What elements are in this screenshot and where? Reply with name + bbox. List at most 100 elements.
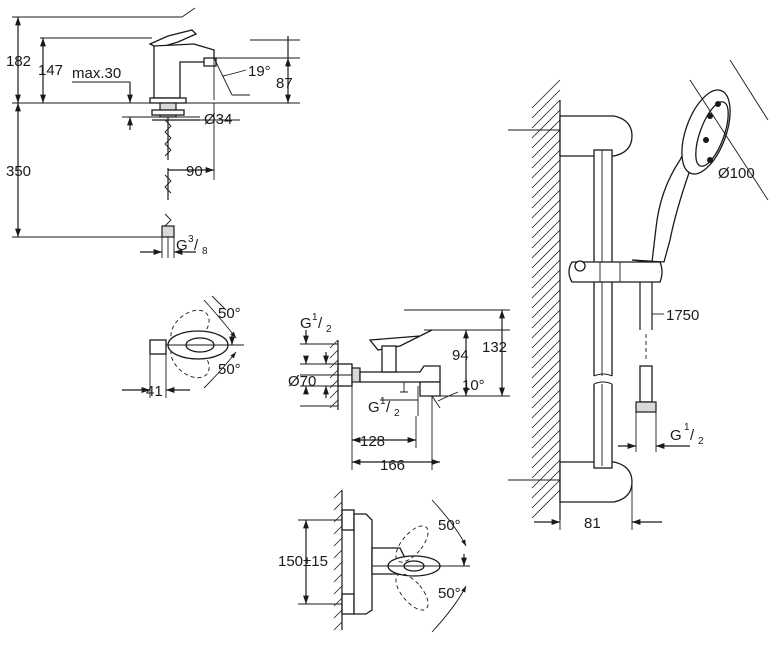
extension-line — [729, 59, 769, 121]
hatch-line — [531, 149, 561, 179]
thread-top-slash: / — [318, 315, 323, 332]
hatch-line — [531, 359, 561, 389]
hatch-line — [531, 419, 561, 449]
wall-hatching — [333, 489, 343, 631]
basin-mixer-top-view: 50° 50° 41 — [122, 295, 244, 400]
angle-leader — [211, 295, 227, 311]
upper-bracket — [559, 115, 633, 157]
hatch-line — [531, 479, 561, 509]
top-view-base — [149, 339, 167, 355]
shower-rail — [593, 149, 613, 469]
lower-connector — [341, 593, 355, 615]
dim-166-label: 166 — [380, 457, 405, 474]
angle-arc-2 — [431, 585, 467, 633]
thread-bottom-G: G — [368, 399, 380, 416]
extension-line — [689, 79, 769, 201]
rail-break-marks — [593, 373, 613, 385]
dim-128-label: 128 — [360, 433, 385, 450]
thread-num-label: 1 — [684, 422, 690, 433]
hatch-line — [531, 239, 561, 269]
spray-nozzle — [707, 113, 713, 119]
shower-head-face — [695, 101, 729, 167]
angle-arc — [222, 69, 247, 77]
bath-spout — [419, 381, 441, 397]
dim-182-label: 182 — [6, 53, 31, 70]
dim-350-label: 350 — [6, 163, 31, 180]
hatch-line — [531, 469, 561, 499]
upper-connector — [341, 509, 355, 531]
thread-bottom-num: 1 — [380, 396, 386, 407]
thread-top-G: G — [300, 315, 312, 332]
hatch-line — [531, 489, 561, 519]
spray-line — [213, 57, 233, 96]
hatch-line — [531, 349, 561, 379]
thread-slash: / — [690, 427, 695, 444]
handle-column — [381, 345, 397, 373]
dim-angle-label: 19° — [248, 63, 271, 80]
basin-base — [149, 97, 187, 104]
hatch-line — [531, 209, 561, 239]
dim-1750-label: 1750 — [666, 307, 699, 324]
hatch-line — [531, 179, 561, 209]
hatch-line — [531, 99, 561, 129]
hatch-line — [531, 89, 561, 119]
spray-nozzle — [715, 101, 721, 107]
basin-aerator — [203, 57, 217, 67]
thread-num-label: 3 — [188, 234, 194, 245]
dim-70-label: Ø70 — [288, 373, 316, 390]
dim-147-label: 147 — [38, 62, 63, 79]
angle-arc — [203, 299, 237, 339]
thread-bottom-den: 2 — [394, 408, 400, 419]
thread-bottom-slash: / — [386, 399, 391, 416]
fixing-washer — [151, 109, 185, 116]
wall-hatching — [531, 79, 561, 519]
angle-leader — [437, 391, 459, 402]
hatch-line — [531, 339, 561, 369]
hose-nut — [635, 401, 657, 413]
thread-den-label: 8 — [202, 246, 208, 257]
hatch-line — [531, 249, 561, 279]
dim-150-label: 150±15 — [278, 553, 328, 570]
spray-line — [431, 395, 441, 409]
shower-set: Ø100 1750 G 1 / 2 81 — [508, 59, 769, 532]
hatch-line — [531, 79, 561, 109]
dim-max30-label: max.30 — [72, 65, 121, 82]
handle-rotated-outline-2 — [395, 573, 429, 611]
hatch-line — [531, 319, 561, 349]
hose-braid-3 — [164, 213, 172, 227]
basin-body — [153, 43, 215, 99]
dim-94-label: 94 — [452, 347, 469, 364]
thread-den-label: 2 — [698, 436, 704, 447]
shower-body — [353, 513, 373, 615]
hatch-line — [531, 199, 561, 229]
basin-mixer-side-view: 182 147 max.30 19° 87 Ø34 90 350 G 3 / 8 — [6, 7, 300, 258]
angle-upper-label: 50° — [438, 517, 461, 534]
hatch-line — [531, 409, 561, 439]
dim-87-label: 87 — [276, 75, 293, 92]
hatch-line — [531, 109, 561, 139]
angle-arc — [431, 499, 467, 547]
hatch-line — [531, 229, 561, 259]
hatch-line — [531, 299, 561, 329]
hatch-line — [531, 219, 561, 249]
hatch-line — [531, 259, 561, 289]
bath-mixer: G 1 / 2 94 132 Ø70 10° G 1 / 2 128 166 — [288, 309, 510, 474]
hatch-line — [531, 309, 561, 339]
shower-mixer: 50° 50° 150±15 — [278, 489, 470, 633]
hatch-line — [531, 189, 561, 219]
extension-line — [181, 7, 196, 18]
hatch-line — [531, 279, 561, 309]
rail-break — [592, 376, 614, 384]
dim-132-label: 132 — [482, 339, 507, 356]
hatch-line — [531, 159, 561, 189]
dim-90-label: 90 — [186, 163, 203, 180]
hatch-line — [531, 439, 561, 469]
hatch-line — [531, 449, 561, 479]
bath-body — [359, 365, 441, 383]
hatch-line — [531, 129, 561, 159]
hatch-line — [531, 269, 561, 299]
thread-G-label: G — [670, 427, 682, 444]
hatch-line — [531, 399, 561, 429]
